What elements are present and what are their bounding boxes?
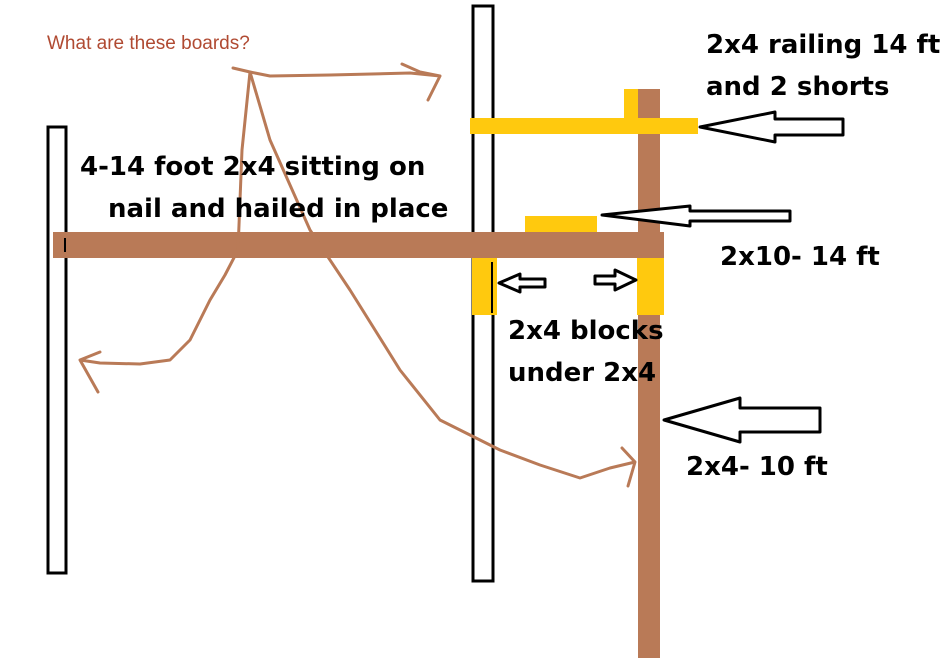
label-2x10: 2x10- 14 ft (720, 242, 880, 272)
arrow-2x10 (600, 204, 792, 228)
arrow-block-left (497, 272, 547, 294)
arrow-block-right (593, 268, 638, 292)
board-2x10 (525, 216, 597, 232)
railing-2x4 (470, 118, 698, 134)
label-blocks-1: 2x4 blocks (508, 316, 664, 346)
label-blocks-2: under 2x4 (508, 358, 657, 388)
label-post: 2x4- 10 ft (686, 452, 828, 482)
hand-drawn-arrows (78, 62, 637, 488)
label-beam-1: 4-14 foot 2x4 sitting on (80, 152, 426, 182)
railing-short (624, 89, 638, 118)
label-railing-1: 2x4 railing 14 ft (706, 30, 940, 60)
horizontal-2x4-beam (53, 232, 664, 258)
label-beam-2: nail and hailed in place (108, 194, 449, 224)
right-2x4-post (638, 89, 660, 658)
question-text: What are these boards? (47, 33, 250, 54)
arrow-post (662, 396, 822, 444)
block-right (637, 258, 664, 315)
block-left (472, 258, 497, 315)
left-post (46, 125, 68, 575)
arrow-railing (698, 110, 845, 144)
label-railing-2: and 2 shorts (706, 72, 890, 102)
